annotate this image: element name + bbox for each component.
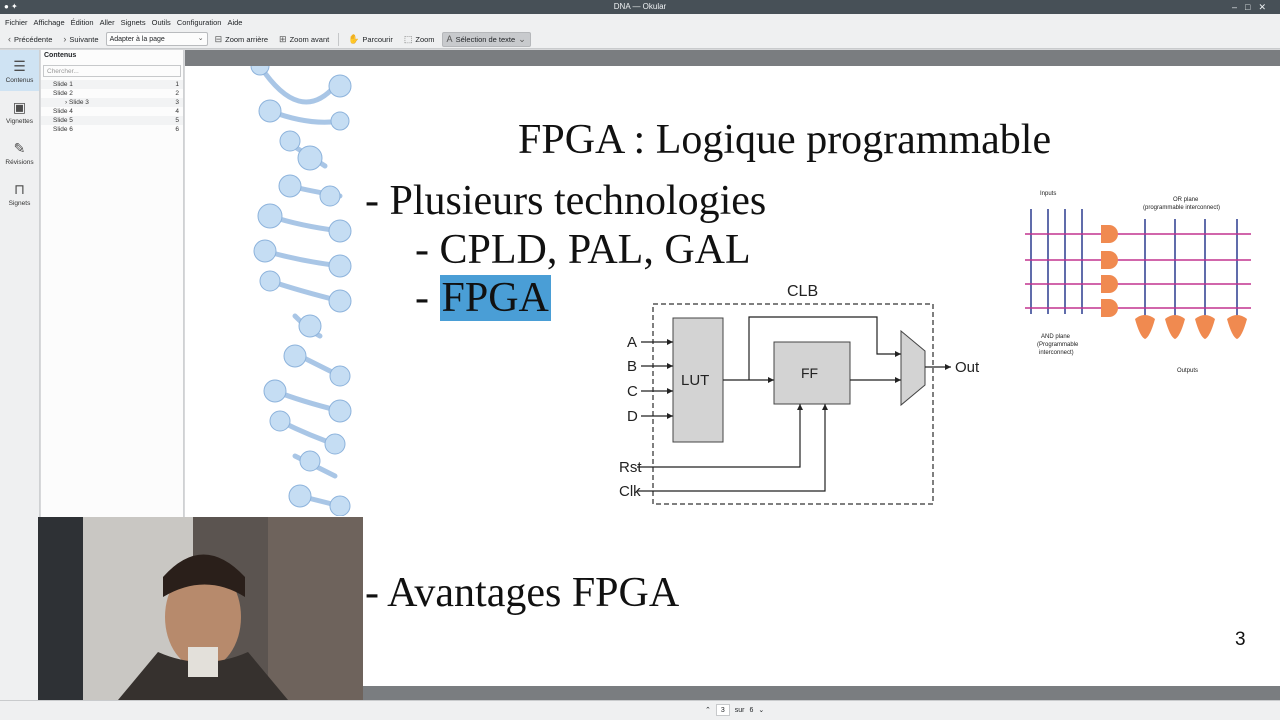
app-icon[interactable]: ● ✦: [4, 2, 18, 11]
zoom-out-icon: ⊟: [214, 33, 223, 44]
chevron-down-icon[interactable]: ⌄: [758, 707, 765, 714]
window-controls[interactable]: ‒□✕: [1232, 2, 1274, 12]
clb-input-c: C: [627, 383, 638, 400]
pla-and-sub1: (Programmable: [1037, 342, 1079, 348]
toolbar: ‹Précédente ›Suivante Adapter à la page⌄…: [0, 30, 1280, 49]
zoom-tool-button[interactable]: ⬚Zoom: [403, 33, 435, 44]
clb-input-a: A: [627, 334, 637, 351]
toc-title: Contenus: [44, 52, 77, 59]
dna-illustration: [250, 66, 352, 516]
menu-go[interactable]: Aller: [99, 17, 115, 27]
clb-rst: Rst: [619, 459, 642, 476]
clb-input-d: D: [627, 408, 638, 425]
prev-button[interactable]: ‹Précédente: [8, 34, 53, 44]
page-navigator: ⌃ 3 sur 6 ⌄: [705, 704, 764, 716]
bullet-advantages: - Avantages FPGA: [365, 570, 680, 616]
zoom-in-icon: ⊞: [279, 33, 287, 44]
hand-icon: ✋: [348, 33, 360, 44]
toolbar-separator: [338, 32, 340, 46]
menu-help[interactable]: Aide: [227, 17, 243, 27]
title-bar: ● ✦ DNA — Okular ‒□✕: [0, 0, 1280, 14]
menu-bar: Fichier Affichage Édition Aller Signets …: [0, 14, 1280, 30]
menu-file[interactable]: Fichier: [5, 17, 28, 27]
menu-settings[interactable]: Configuration: [176, 17, 222, 27]
text-cursor-icon: A: [446, 34, 453, 44]
clb-title: CLB: [787, 283, 818, 300]
chevron-up-icon[interactable]: ⌃: [705, 707, 711, 714]
clb-clk: Clk: [619, 483, 641, 500]
bullet-technologies: - Plusieurs technologies: [365, 178, 767, 224]
ff-label: FF: [801, 365, 818, 381]
contents-icon: ☰: [13, 57, 26, 74]
browse-tool-button[interactable]: ✋Parcourir: [348, 33, 393, 44]
lut-label: LUT: [681, 372, 709, 389]
rail-reviews[interactable]: ✎Révisions: [5, 139, 34, 166]
reviews-icon: ✎: [13, 139, 26, 156]
selected-text[interactable]: FPGA: [439, 275, 551, 321]
toc-search-input[interactable]: Chercher...: [43, 65, 181, 77]
bullet-cpld: - CPLD, PAL, GAL: [415, 227, 751, 273]
thumbnails-icon: ▣: [12, 98, 27, 115]
page-of-label: sur: [734, 706, 745, 714]
pla-and-sub2: interconnect): [1039, 350, 1074, 356]
zoom-in-button[interactable]: ⊞Zoom avant: [279, 33, 330, 44]
zoom-select-icon: ⬚: [403, 33, 413, 44]
clb-diagram: CLB LUT FF A B C D Out Rst Clk: [619, 283, 980, 505]
chevron-down-icon: ⌄: [518, 33, 526, 44]
status-bar: ⌃ 3 sur 6 ⌄: [0, 700, 1280, 720]
chevron-right-icon: ›: [63, 34, 67, 44]
rail-bookmarks[interactable]: ⊓Signets: [8, 180, 31, 207]
clb-out: Out: [955, 359, 980, 376]
pla-diagram: Inputs OR plane (programmable interconne…: [1025, 191, 1251, 374]
page-total: 6: [749, 706, 754, 714]
bullet-fpga: - FPGA: [415, 275, 551, 321]
menu-tools[interactable]: Outils: [151, 17, 171, 27]
pla-and-label: AND plane: [1041, 334, 1071, 340]
rail-contents[interactable]: ☰Contenus: [0, 50, 39, 91]
pla-or-label: OR plane: [1173, 197, 1199, 203]
menu-bookmarks[interactable]: Signets: [120, 17, 146, 27]
menu-edit[interactable]: Édition: [70, 17, 94, 27]
webcam-overlay: [38, 517, 363, 700]
slide-page-number: 3: [1235, 629, 1246, 650]
chevron-left-icon: ‹: [8, 34, 11, 44]
menu-view[interactable]: Affichage: [33, 17, 65, 27]
slide-page[interactable]: FPGA : Logique programmable - Plusieurs …: [185, 66, 1280, 686]
window-title: DNA — Okular: [613, 2, 667, 11]
presenter-video: [38, 517, 363, 700]
page-input[interactable]: 3: [715, 704, 730, 716]
pla-or-sub: (programmable interconnect): [1143, 205, 1220, 211]
chevron-down-icon: ⌄: [197, 35, 204, 42]
pla-outputs-label: Outputs: [1177, 368, 1198, 374]
zoom-out-button[interactable]: ⊟Zoom arrière: [214, 33, 269, 44]
rail-thumbnails[interactable]: ▣Vignettes: [6, 98, 33, 125]
slide-title: FPGA : Logique programmable: [518, 117, 1052, 163]
pla-inputs-label: Inputs: [1040, 191, 1056, 197]
clb-input-b: B: [627, 358, 637, 375]
next-button[interactable]: ›Suivante: [63, 34, 99, 44]
sidebar-rail: ☰Contenus ▣Vignettes ✎Révisions ⊓Signets: [0, 50, 40, 720]
bookmark-icon: ⊓: [14, 180, 25, 197]
zoom-mode-select[interactable]: Adapter à la page⌄: [105, 32, 208, 46]
chevron-right-icon: ›: [65, 99, 68, 106]
